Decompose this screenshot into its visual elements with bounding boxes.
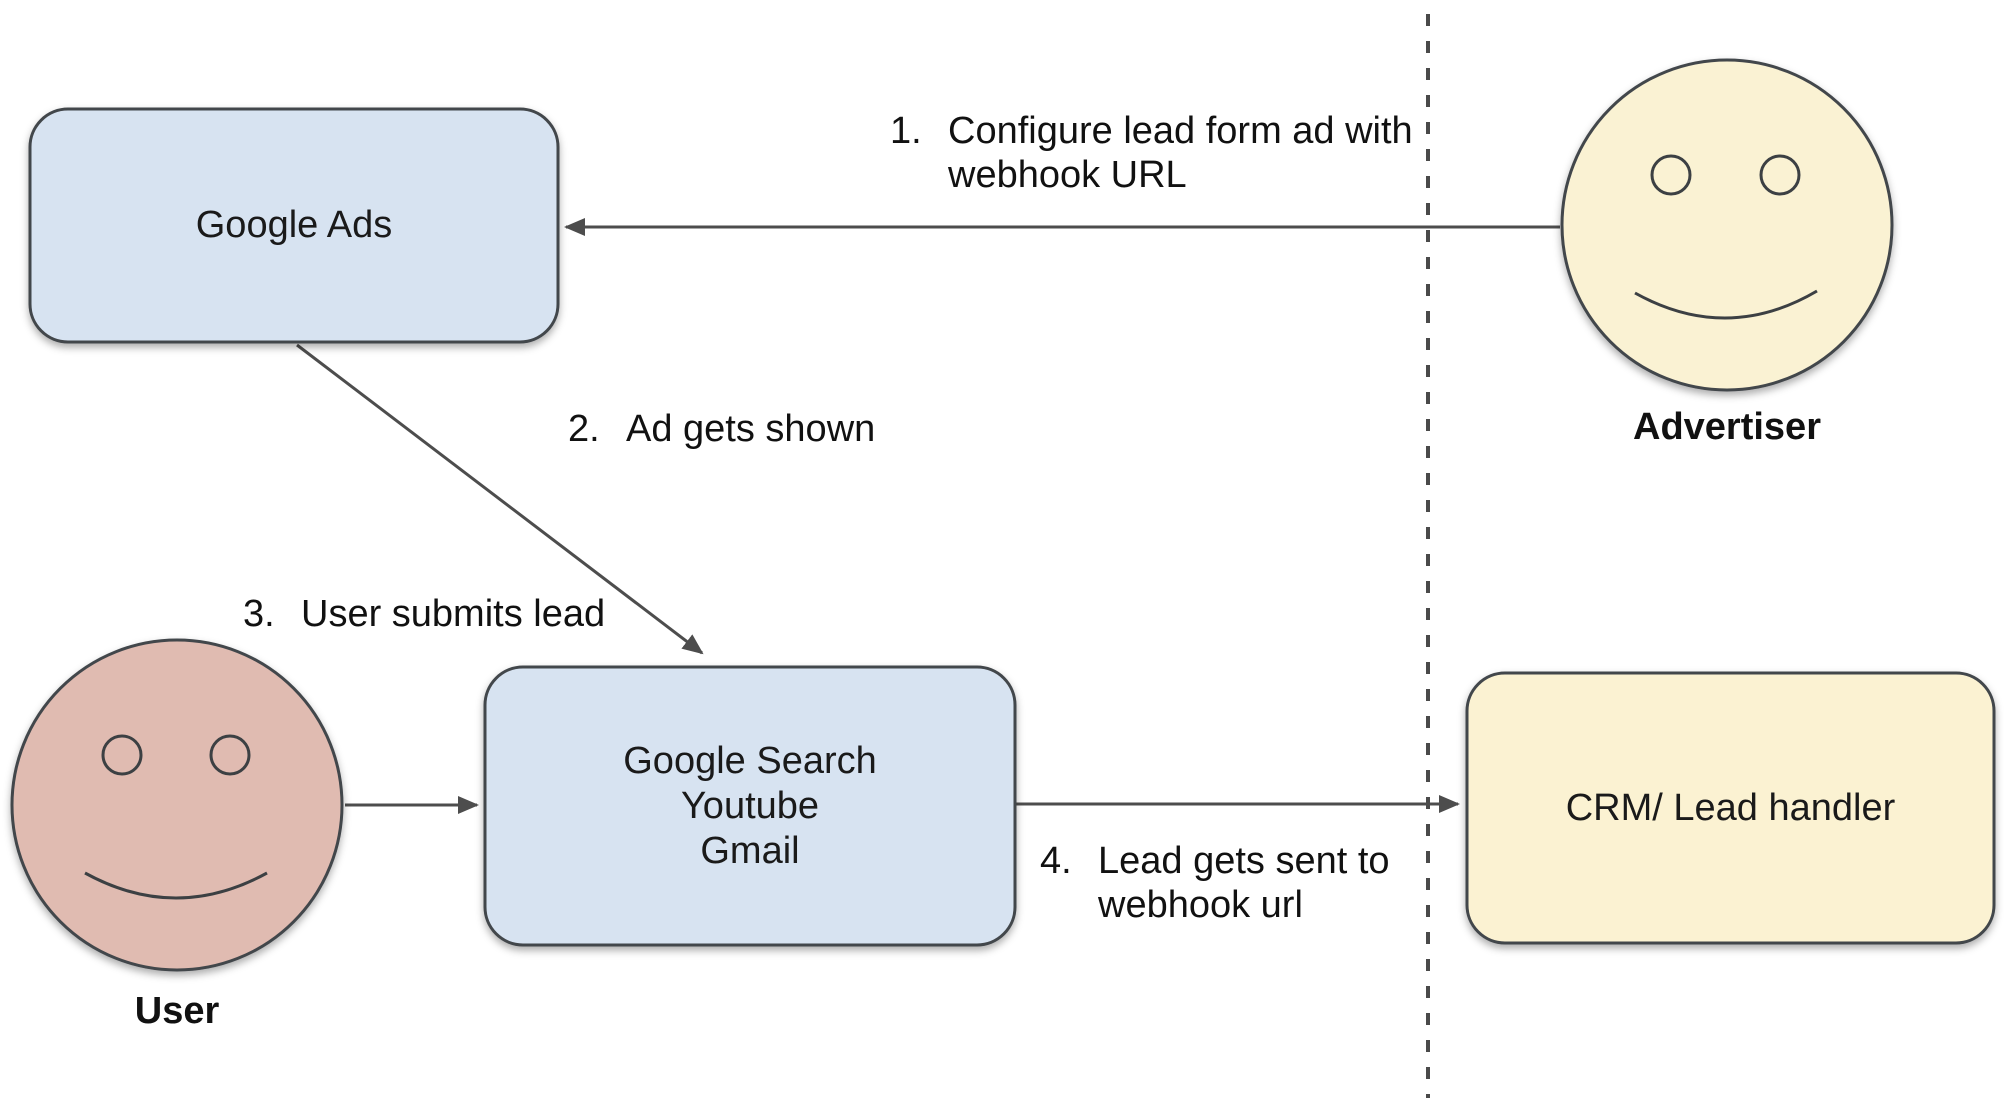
- step-1-line-2: webhook URL: [948, 154, 1187, 196]
- user-right-eye: [209, 734, 251, 776]
- user-label: User: [134, 990, 220, 1032]
- step-4-label: 4. Lead gets sent to webhook url: [1040, 839, 1390, 927]
- crm-node-shape: [1465, 671, 1996, 945]
- user-face-circle: [10, 638, 344, 972]
- user-left-eye: [101, 734, 143, 776]
- step-3-number: 3.: [243, 593, 275, 635]
- google-properties-node-shape: [483, 665, 1017, 947]
- step-4-line-1: Lead gets sent to: [1098, 840, 1390, 882]
- advertiser-smile: [1634, 289, 1818, 320]
- google-properties-line-2: Youtube: [680, 784, 820, 827]
- step-3-label: 3. User submits lead: [243, 592, 605, 636]
- google-properties-line-3: Gmail: [700, 829, 800, 872]
- user-smile: [84, 871, 268, 900]
- advertiser-face-icon: [1560, 58, 1894, 392]
- step-2-number: 2.: [568, 408, 600, 450]
- google-ads-node-shape: [28, 107, 560, 344]
- advertiser-face-circle: [1560, 58, 1894, 392]
- user-face-icon: [10, 638, 344, 972]
- google-properties-line-1: Google Search: [623, 739, 877, 782]
- advertiser-label: Advertiser: [1633, 406, 1821, 448]
- step-3-line-1: User submits lead: [301, 593, 606, 635]
- google-ads-node-label: Google Ads: [195, 204, 393, 246]
- arrow-google-ads-to-properties: [296, 343, 704, 655]
- advertiser-right-eye: [1759, 154, 1801, 196]
- step-4-number: 4.: [1040, 840, 1072, 882]
- step-2-line-1: Ad gets shown: [626, 408, 876, 450]
- step-2-label: 2. Ad gets shown: [568, 407, 875, 451]
- crm-node-label: CRM/ Lead handler: [1565, 786, 1896, 829]
- step-1-label: 1. Configure lead form ad with webhook U…: [890, 109, 1413, 197]
- step-4-line-2: webhook url: [1098, 884, 1303, 926]
- step-1-line-1: Configure lead form ad with: [948, 110, 1413, 152]
- advertiser-left-eye: [1650, 154, 1692, 196]
- step-1-number: 1.: [890, 110, 922, 152]
- google-properties-node-label: Google Search Youtube Gmail: [485, 667, 1015, 945]
